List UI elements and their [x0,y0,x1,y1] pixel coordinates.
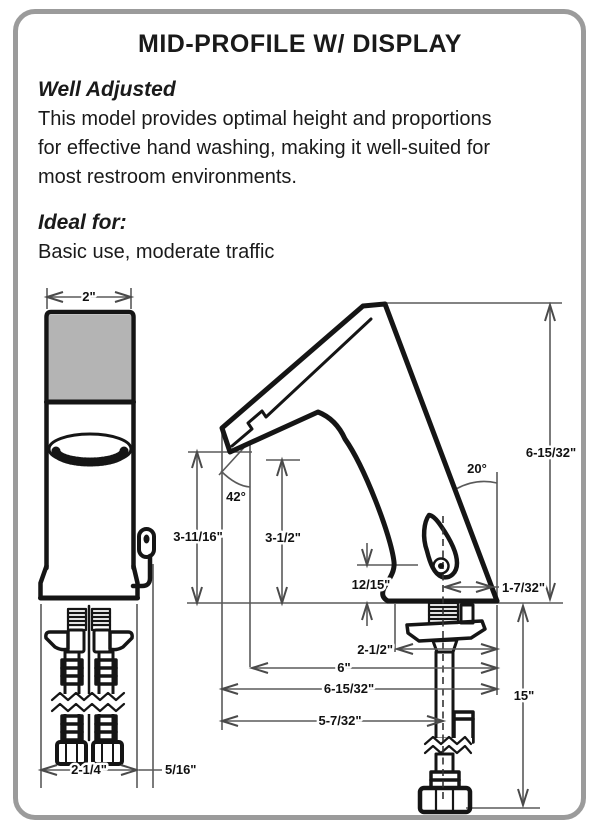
intro-text: Well Adjusted This model provides optima… [38,78,524,267]
supply-hose-nuts [55,740,124,766]
dim-back-angle: 20° [467,461,487,476]
spout-face-line [230,317,373,448]
dim-outlet-height: 3-1/2" [265,530,301,545]
ideal-for-body: Basic use, moderate traffic [38,241,275,263]
dimension-labels: 2" 2-1/4" 5/16" 42° 20° 3-11/16" 3-1/2" … [69,287,579,780]
mounting-washer [405,619,487,643]
dim-reach-back: 6-15/32" [324,681,374,696]
front-view [38,309,156,766]
dim-back-edge-offset: 1-7/32" [502,580,545,595]
side-supply-line [405,601,487,815]
side-view [219,301,500,815]
front-supply-lines [44,604,134,766]
dimension-lines [40,291,556,806]
ideal-for-heading: Ideal for: [38,211,127,234]
reference-lines [40,288,563,809]
dim-clip-offset: 5/16" [165,762,196,777]
sensor-window [421,512,460,580]
dim-supply-length: 15" [514,688,535,703]
sensor-eye [432,557,450,575]
intro-body: This model provides optimal height and p… [38,108,492,188]
dim-overall-height: 6-15/32" [526,445,576,460]
faucet-body-outline [219,301,500,604]
side-clip [130,527,156,589]
dim-base-width: 2-1/4" [71,762,107,777]
page-title: MID-PROFILE W/ DISPLAY [138,30,462,58]
dim-base-depth: 2-1/2" [357,642,393,657]
intro-heading: Well Adjusted [38,78,176,101]
dim-spout-tip-height: 3-11/16" [173,529,223,544]
dim-sensor-height: 12/15" [352,577,391,592]
aerator-screen [51,446,129,467]
dim-reach-mid: 6" [337,660,350,675]
dim-spout-angle: 42° [226,489,246,504]
dim-top-width: 2" [82,289,95,304]
supply-hose-nut [417,785,473,815]
dim-spout-reach: 5-7/32" [318,713,361,728]
display-screen [49,315,131,400]
